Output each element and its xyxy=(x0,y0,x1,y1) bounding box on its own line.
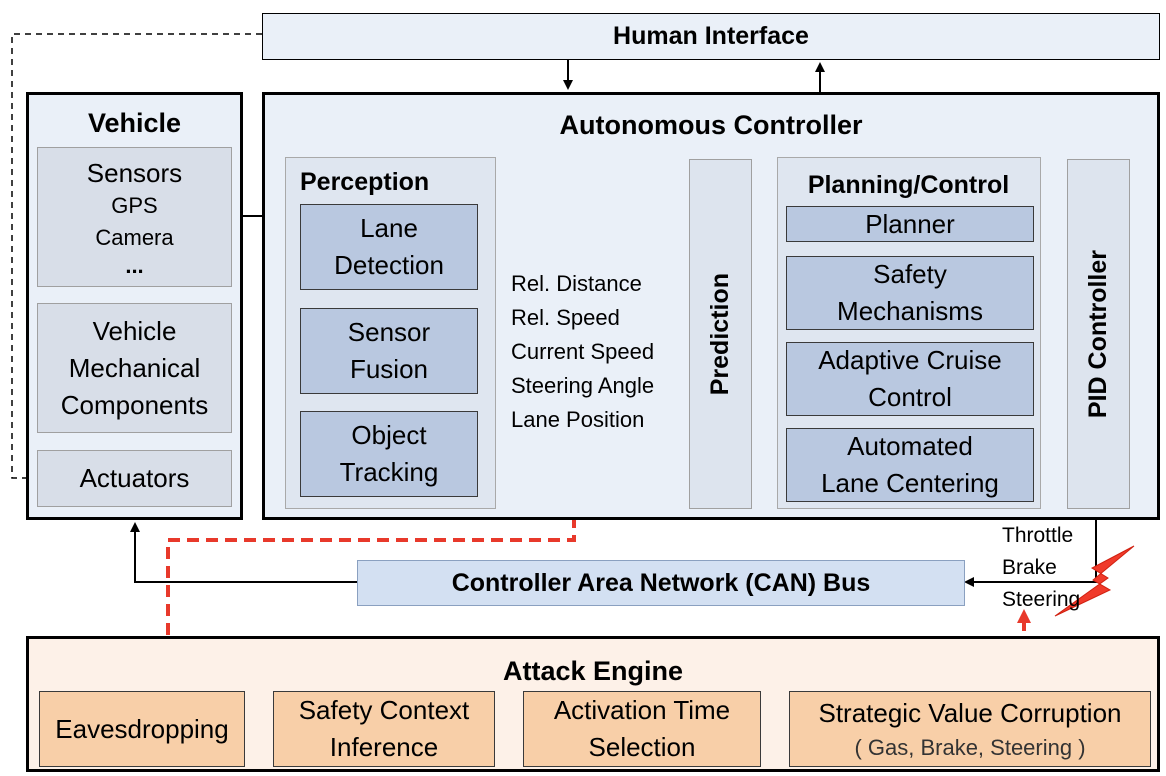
mechanical-line-3: Components xyxy=(60,389,209,420)
can-to-actuators-arrow xyxy=(130,522,357,583)
sensor-more: ... xyxy=(125,253,144,278)
activation-time-box: Activation Time Selection xyxy=(523,691,761,767)
object-tracking-box: Object Tracking xyxy=(300,411,478,497)
planning-control-panel: Planning/Control Planner Safety Mechanis… xyxy=(777,157,1041,509)
safety-context-line-2: Inference xyxy=(329,732,439,762)
sensor-fusion-line-1: Sensor xyxy=(347,317,431,347)
eavesdropping-label: Eavesdropping xyxy=(55,713,229,744)
can-bus-box: Controller Area Network (CAN) Bus xyxy=(357,560,965,606)
autonomous-controller-container: Autonomous Controller Perception Lane De… xyxy=(262,92,1160,520)
signal-steering-angle: Steering Angle xyxy=(511,373,655,398)
sensors-box: Sensors GPS Camera ... xyxy=(37,147,232,287)
mechanical-line-2: Mechanical xyxy=(68,352,201,383)
sensors-title: Sensors xyxy=(86,158,183,188)
corruption-label: Strategic Value Corruption xyxy=(818,697,1122,728)
control-signal-list: Throttle Brake Steering xyxy=(1002,520,1080,616)
vehicle-container: Vehicle Sensors GPS Camera ... Vehicle M… xyxy=(26,92,243,520)
vehicle-title: Vehicle xyxy=(87,107,182,138)
human-interface-box: Human Interface xyxy=(262,13,1160,60)
perception-title: Perception xyxy=(300,168,430,196)
acc-line-2: Control xyxy=(868,382,952,412)
activation-line-1: Activation Time xyxy=(553,695,731,725)
control-signal-steering: Steering xyxy=(1002,588,1081,611)
can-bus-label: Controller Area Network (CAN) Bus xyxy=(451,568,871,597)
signal-rel-speed: Rel. Speed xyxy=(511,305,620,330)
planner-box: Planner xyxy=(786,206,1034,242)
human-to-actuator-dashed-link xyxy=(11,33,262,483)
alc-line-2: Lane Centering xyxy=(821,468,999,498)
signal-lane-position: Lane Position xyxy=(511,407,645,432)
corruption-sub: ( Gas, Brake, Steering ) xyxy=(854,734,1086,760)
eavesdropping-box: Eavesdropping xyxy=(39,691,245,767)
acc-line-1: Adaptive Cruise xyxy=(818,345,1002,375)
lightning-bolt-icon xyxy=(1054,545,1135,617)
prediction-label: Prediction xyxy=(706,272,734,396)
object-tracking-line-1: Object xyxy=(351,420,427,450)
attack-engine-title: Attack Engine xyxy=(502,655,684,686)
attack-engine-container: Attack Engine Eavesdropping Safety Conte… xyxy=(26,636,1160,772)
alc-line-1: Automated xyxy=(847,431,973,461)
safety-line-1: Safety xyxy=(873,259,947,289)
prediction-box: Prediction xyxy=(689,159,752,509)
safety-context-line-1: Safety Context xyxy=(298,695,470,725)
safety-mechanisms-box: Safety Mechanisms xyxy=(786,256,1034,330)
planner-label: Planner xyxy=(865,208,955,239)
adaptive-cruise-box: Adaptive Cruise Control xyxy=(786,342,1034,416)
autonomous-controller-title: Autonomous Controller xyxy=(559,109,863,140)
lane-detection-box: Lane Detection xyxy=(300,204,478,290)
lane-detection-line-1: Lane xyxy=(360,213,418,243)
actuators-box: Actuators xyxy=(37,450,232,507)
signal-current-speed: Current Speed xyxy=(511,339,655,364)
control-signal-brake: Brake xyxy=(1002,556,1057,579)
lane-centering-box: Automated Lane Centering xyxy=(786,428,1034,502)
activation-line-2: Selection xyxy=(588,732,696,762)
mechanical-components-box: Vehicle Mechanical Components xyxy=(37,303,232,433)
pid-controller-label: PID Controller xyxy=(1084,249,1112,419)
lane-detection-line-2: Detection xyxy=(334,250,444,280)
sensor-fusion-box: Sensor Fusion xyxy=(300,308,478,394)
perception-panel: Perception Lane Detection Sensor Fusion … xyxy=(285,157,496,509)
signal-rel-distance: Rel. Distance xyxy=(511,271,642,296)
actuators-label: Actuators xyxy=(79,463,190,493)
control-signal-throttle: Throttle xyxy=(1002,524,1074,547)
value-corruption-box: Strategic Value Corruption ( Gas, Brake,… xyxy=(789,691,1151,767)
mechanical-line-1: Vehicle xyxy=(92,315,177,346)
human-interface-label: Human Interface xyxy=(613,22,809,50)
signal-list: Rel. Distance Rel. Speed Current Speed S… xyxy=(511,267,654,437)
sensor-camera: Camera xyxy=(95,225,174,250)
object-tracking-line-2: Tracking xyxy=(339,457,439,487)
planning-control-title: Planning/Control xyxy=(807,170,1010,199)
safety-context-box: Safety Context Inference xyxy=(273,691,495,767)
pid-controller-box: PID Controller xyxy=(1067,159,1130,509)
safety-line-2: Mechanisms xyxy=(837,296,983,326)
sensor-fusion-line-2: Fusion xyxy=(349,354,429,384)
sensor-gps: GPS xyxy=(111,193,158,218)
